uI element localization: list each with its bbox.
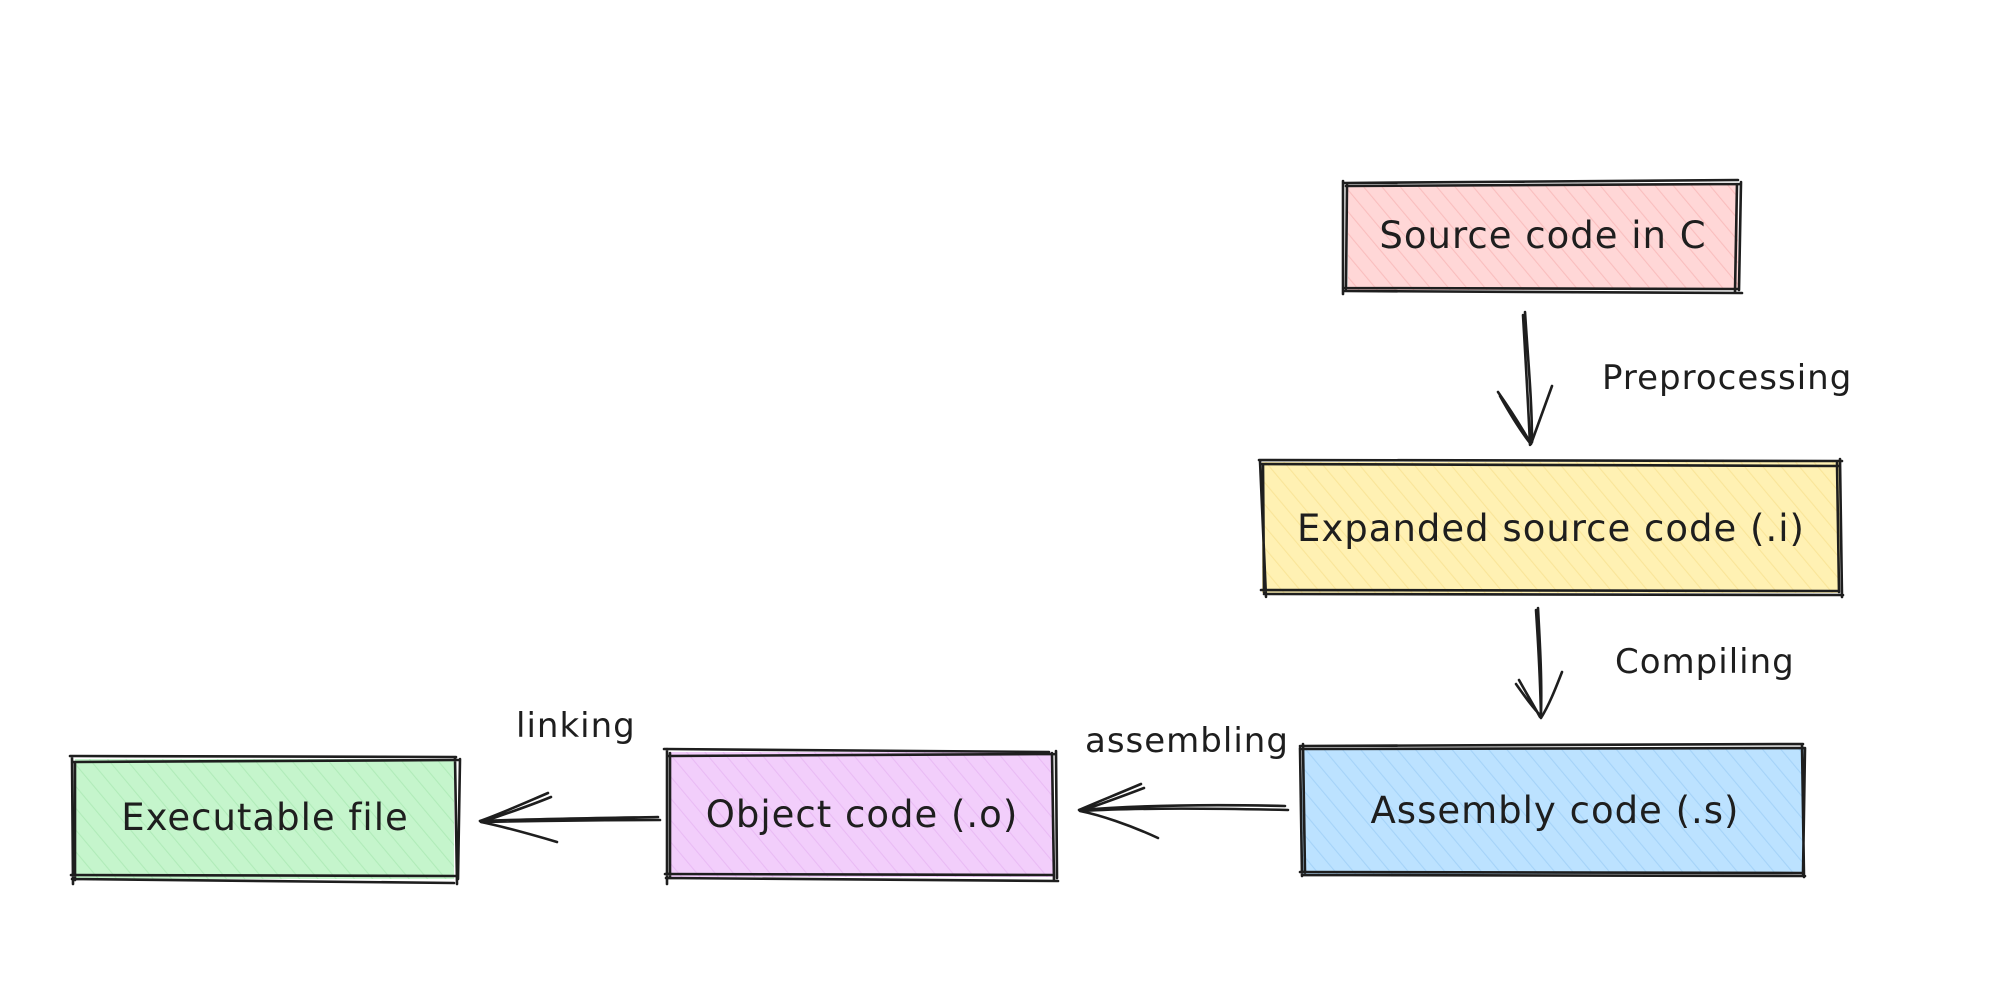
node-assembly-code: Assembly code (.s)	[1298, 742, 1807, 879]
arrow-linking	[478, 791, 662, 844]
arrow-preprocessing	[1496, 310, 1554, 447]
arrow-assembling	[1077, 782, 1290, 840]
edge-label-linking: linking	[516, 706, 636, 746]
node-object-code-border	[662, 747, 1060, 886]
node-expanded-source-border	[1257, 457, 1845, 599]
node-assembly-code-border	[1298, 742, 1807, 879]
node-source-code-border	[1341, 178, 1744, 296]
node-object-code: Object code (.o)	[662, 747, 1060, 886]
node-assembly-code-label: Assembly code (.s)	[1371, 789, 1740, 832]
edge-label-assembling: assembling	[1085, 721, 1289, 761]
arrow-compiling	[1514, 606, 1564, 720]
node-executable-file-fill	[75, 759, 454, 879]
node-executable-file: Executable file	[68, 754, 462, 886]
edge-label-compiling: Compiling	[1615, 642, 1795, 682]
edge-label-preprocessing: Preprocessing	[1602, 358, 1852, 398]
node-executable-file-border	[68, 754, 462, 886]
node-source-code-fill	[1348, 185, 1738, 290]
node-source-code-label: Source code in C	[1379, 214, 1706, 257]
node-object-code-fill	[669, 752, 1053, 877]
node-executable-file-label: Executable file	[121, 796, 409, 839]
node-expanded-source: Expanded source code (.i)	[1257, 457, 1845, 599]
node-object-code-label: Object code (.o)	[706, 793, 1019, 836]
node-assembly-code-fill	[1302, 748, 1804, 874]
node-expanded-source-fill	[1262, 462, 1840, 593]
node-expanded-source-label: Expanded source code (.i)	[1297, 507, 1805, 550]
node-source-code: Source code in C	[1341, 178, 1744, 296]
